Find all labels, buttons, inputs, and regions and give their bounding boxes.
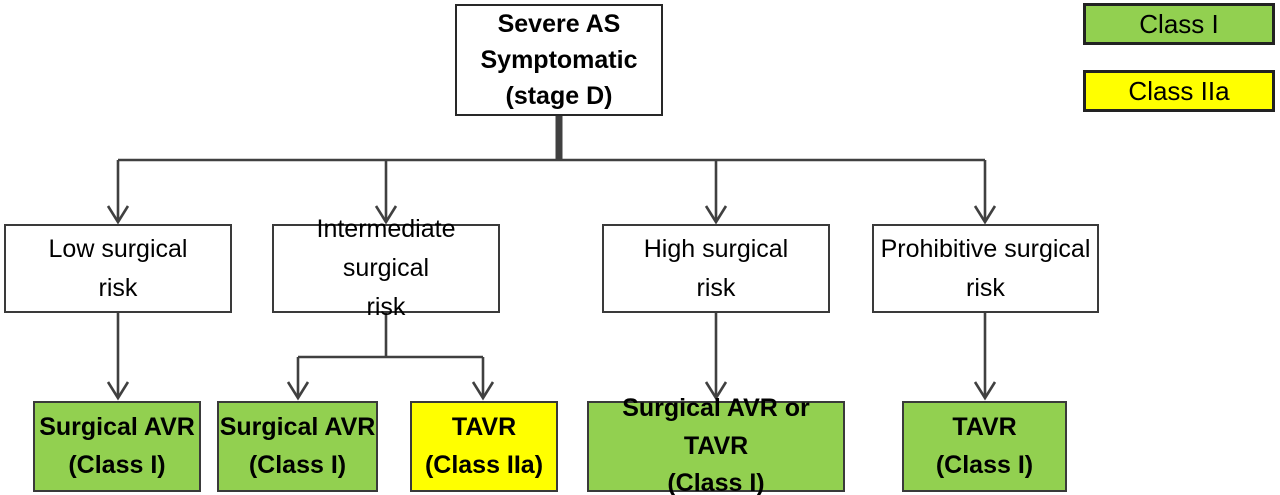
node-prohibitive-surgical-risk: Prohibitive surgical risk bbox=[872, 224, 1099, 313]
arrowhead-low-outcome bbox=[106, 381, 130, 401]
arrowhead-prohibitive-risk bbox=[973, 205, 997, 225]
node-intermediate-surgical-risk: Intermediate surgical risk bbox=[272, 215, 500, 321]
arrowhead-intermediate-savr bbox=[286, 381, 310, 401]
node-low-surgical-risk: Low surgical risk bbox=[4, 224, 232, 313]
arrowhead-low-risk bbox=[106, 205, 130, 225]
arrowhead-high-outcome bbox=[704, 381, 728, 401]
node-severe-as-symptomatic: Severe AS Symptomatic (stage D) bbox=[455, 4, 663, 116]
arrowhead-intermediate-risk bbox=[374, 205, 398, 225]
node-surgical-avr-or-tavr-high: Surgical AVR or TAVR (Class I) bbox=[587, 394, 845, 495]
arrowhead-high-risk bbox=[704, 205, 728, 225]
node-high-surgical-risk: High surgical risk bbox=[602, 224, 830, 313]
arrowhead-prohibitive-outcome bbox=[973, 381, 997, 401]
legend-class-iia: Class IIa bbox=[1083, 70, 1275, 112]
node-tavr-prohibitive: TAVR (Class I) bbox=[902, 401, 1067, 492]
node-tavr-intermediate: TAVR (Class IIa) bbox=[410, 401, 558, 492]
node-surgical-avr-low: Surgical AVR (Class I) bbox=[33, 401, 201, 492]
node-surgical-avr-intermediate: Surgical AVR (Class I) bbox=[217, 401, 378, 492]
arrowhead-intermediate-tavr bbox=[471, 381, 495, 401]
legend-class-i: Class I bbox=[1083, 3, 1275, 45]
